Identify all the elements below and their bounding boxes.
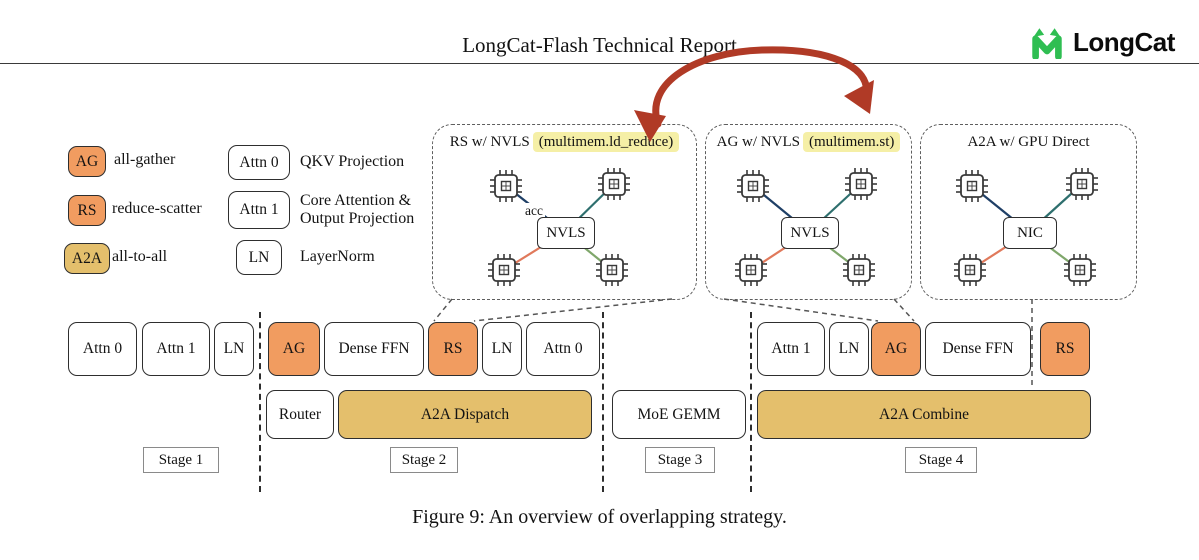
legend-ag-label: all-gather (114, 151, 176, 168)
legend-ln-label: LayerNorm (300, 248, 375, 265)
gpu-chip-icon (955, 169, 989, 203)
stage3-moe-gemm-box: MoE GEMM (612, 390, 746, 439)
figure-caption: Figure 9: An overview of overlapping str… (412, 506, 787, 528)
legend-attn1-box: Attn 1 (228, 191, 290, 229)
detail-box-rs-nvls: acc NVLS RS w/ NVLS(multimem.ld_reduce) (432, 124, 697, 300)
gpu-chip-icon (734, 253, 768, 287)
stage4-a2a-combine-box: A2A Combine (757, 390, 1091, 439)
legend-rs-label: reduce-scatter (112, 200, 202, 217)
gpu-chip-icon (595, 253, 629, 287)
stage2-dense-ffn-box: Dense FFN (324, 322, 424, 376)
stage-divider (602, 312, 604, 492)
detail-box-ag-nvls: NVLS AG w/ NVLS(multimem.st) (705, 124, 912, 300)
nvls-box: NVLS (537, 217, 595, 249)
stage2-ln-box: LN (482, 322, 522, 376)
longcat-logo-icon (1032, 28, 1062, 59)
stage4-label: Stage 4 (905, 447, 977, 473)
nvls-box: NVLS (781, 217, 839, 249)
legend-attn0-label: QKV Projection (300, 153, 405, 170)
detail-title-text: RS w/ NVLS (449, 134, 530, 150)
detail-box-a2a-gpu-direct: NIC A2A w/ GPU Direct (920, 124, 1137, 300)
gpu-chip-icon (953, 253, 987, 287)
stage2-rs-box: RS (428, 322, 478, 376)
legend-a2a-label: all-to-all (112, 248, 168, 265)
legend-attn1-label-line2: Output Projection (300, 210, 415, 227)
gpu-chip-icon (1065, 167, 1099, 201)
stage4-rs-box: RS (1040, 322, 1090, 376)
longcat-logo: LongCat (1028, 26, 1175, 59)
report-title: LongCat-Flash Technical Report (462, 33, 737, 57)
stage-divider (259, 312, 261, 492)
header-divider (0, 63, 1199, 64)
stage3-label: Stage 3 (645, 447, 715, 473)
detail-title-rs-nvls: RS w/ NVLS(multimem.ld_reduce) (433, 132, 696, 152)
gpu-chip-icon (736, 169, 770, 203)
legend-attn1-label: Core Attention & Output Projection (300, 192, 414, 228)
stage1-attn1-box: Attn 1 (142, 322, 210, 376)
stage1-attn0-box: Attn 0 (68, 322, 137, 376)
gpu-chip-icon (842, 253, 876, 287)
detail-title-a2a-gpu: A2A w/ GPU Direct (967, 134, 1090, 150)
legend-ag-box: AG (68, 146, 106, 177)
gpu-chip-icon (597, 167, 631, 201)
detail-title-ag-nvls: AG w/ NVLS(multimem.st) (706, 132, 911, 152)
gpu-chip-icon (1063, 253, 1097, 287)
legend-rs-box: RS (68, 195, 106, 226)
highlighted-text: (multimem.st) (802, 132, 901, 152)
gpu-chip-icon (844, 167, 878, 201)
acc-label: acc (523, 203, 545, 219)
legend-attn1-label-line1: Core Attention & (300, 192, 412, 209)
stage2-router-box: Router (266, 390, 334, 439)
gpu-chip-icon (489, 169, 523, 203)
stage2-a2a-dispatch-box: A2A Dispatch (338, 390, 592, 439)
stage4-attn1-box: Attn 1 (757, 322, 825, 376)
highlighted-text: (multimem.ld_reduce) (532, 132, 680, 152)
nic-box: NIC (1003, 217, 1057, 249)
detail-title-text: AG w/ NVLS (716, 134, 800, 150)
legend-a2a-box: A2A (64, 243, 110, 274)
stage2-label: Stage 2 (390, 447, 458, 473)
stage2-ag-box: AG (268, 322, 320, 376)
stage-divider (750, 312, 752, 492)
stage4-ln-box: LN (829, 322, 869, 376)
stage1-label: Stage 1 (143, 447, 219, 473)
stage4-dense-ffn-box: Dense FFN (925, 322, 1031, 376)
legend-attn0-box: Attn 0 (228, 145, 290, 180)
stage4-ag-box: AG (871, 322, 921, 376)
gpu-chip-icon (487, 253, 521, 287)
longcat-logo-text: LongCat (1073, 27, 1175, 57)
legend-ln-box: LN (236, 240, 282, 275)
stage2-attn0-box: Attn 0 (526, 322, 600, 376)
stage1-ln-box: LN (214, 322, 254, 376)
